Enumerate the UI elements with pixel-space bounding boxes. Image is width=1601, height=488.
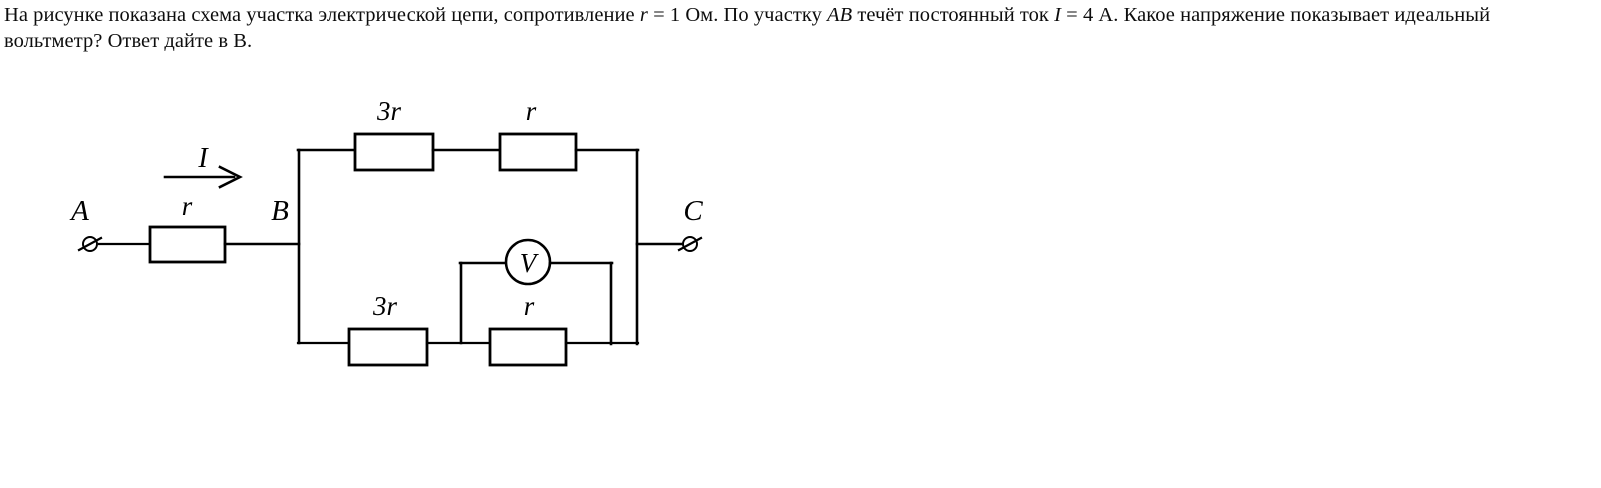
problem-statement: На рисунке показана схема участка электр… xyxy=(4,2,1564,54)
variable-r: r xyxy=(639,4,648,26)
circuit-diagram: A r I B 3r r C 3r xyxy=(0,60,800,480)
problem-text-part-2: = 1 Ом. По участку xyxy=(647,4,828,26)
label-node-b: B xyxy=(271,195,289,227)
label-node-c: C xyxy=(683,195,703,227)
problem-text-part-3: течёт постоянный ток xyxy=(852,4,1055,26)
variable-I: I xyxy=(1054,4,1061,26)
terminal-c-node xyxy=(682,236,698,252)
resistor-top-right-r xyxy=(498,132,578,172)
label-node-a: A xyxy=(69,195,89,227)
resistor-bottom-right-r xyxy=(488,327,568,367)
label-resistor-top-left: 3r xyxy=(376,96,402,126)
resistor-bottom-left-3r xyxy=(347,327,429,367)
variable-AB: AB xyxy=(827,4,853,26)
problem-text-part-4: = 4 А. Какое напряжение показывает идеал… xyxy=(4,4,1491,52)
label-voltmeter: V xyxy=(520,248,540,278)
problem-text-part-1: На рисунке показана схема участка электр… xyxy=(4,4,640,26)
terminal-a-slash xyxy=(77,236,103,252)
label-resistor-bottom-right: r xyxy=(524,291,535,321)
terminal-a-node xyxy=(82,236,98,252)
label-resistor-series-input: r xyxy=(182,191,193,221)
terminal-c-slash xyxy=(677,236,703,252)
resistor-top-left-3r xyxy=(353,132,435,172)
resistor-series-input xyxy=(148,225,227,264)
label-resistor-bottom-left: 3r xyxy=(372,291,398,321)
label-current-i: I xyxy=(197,143,209,174)
label-resistor-top-right: r xyxy=(526,96,537,126)
current-arrow-head xyxy=(218,165,243,189)
